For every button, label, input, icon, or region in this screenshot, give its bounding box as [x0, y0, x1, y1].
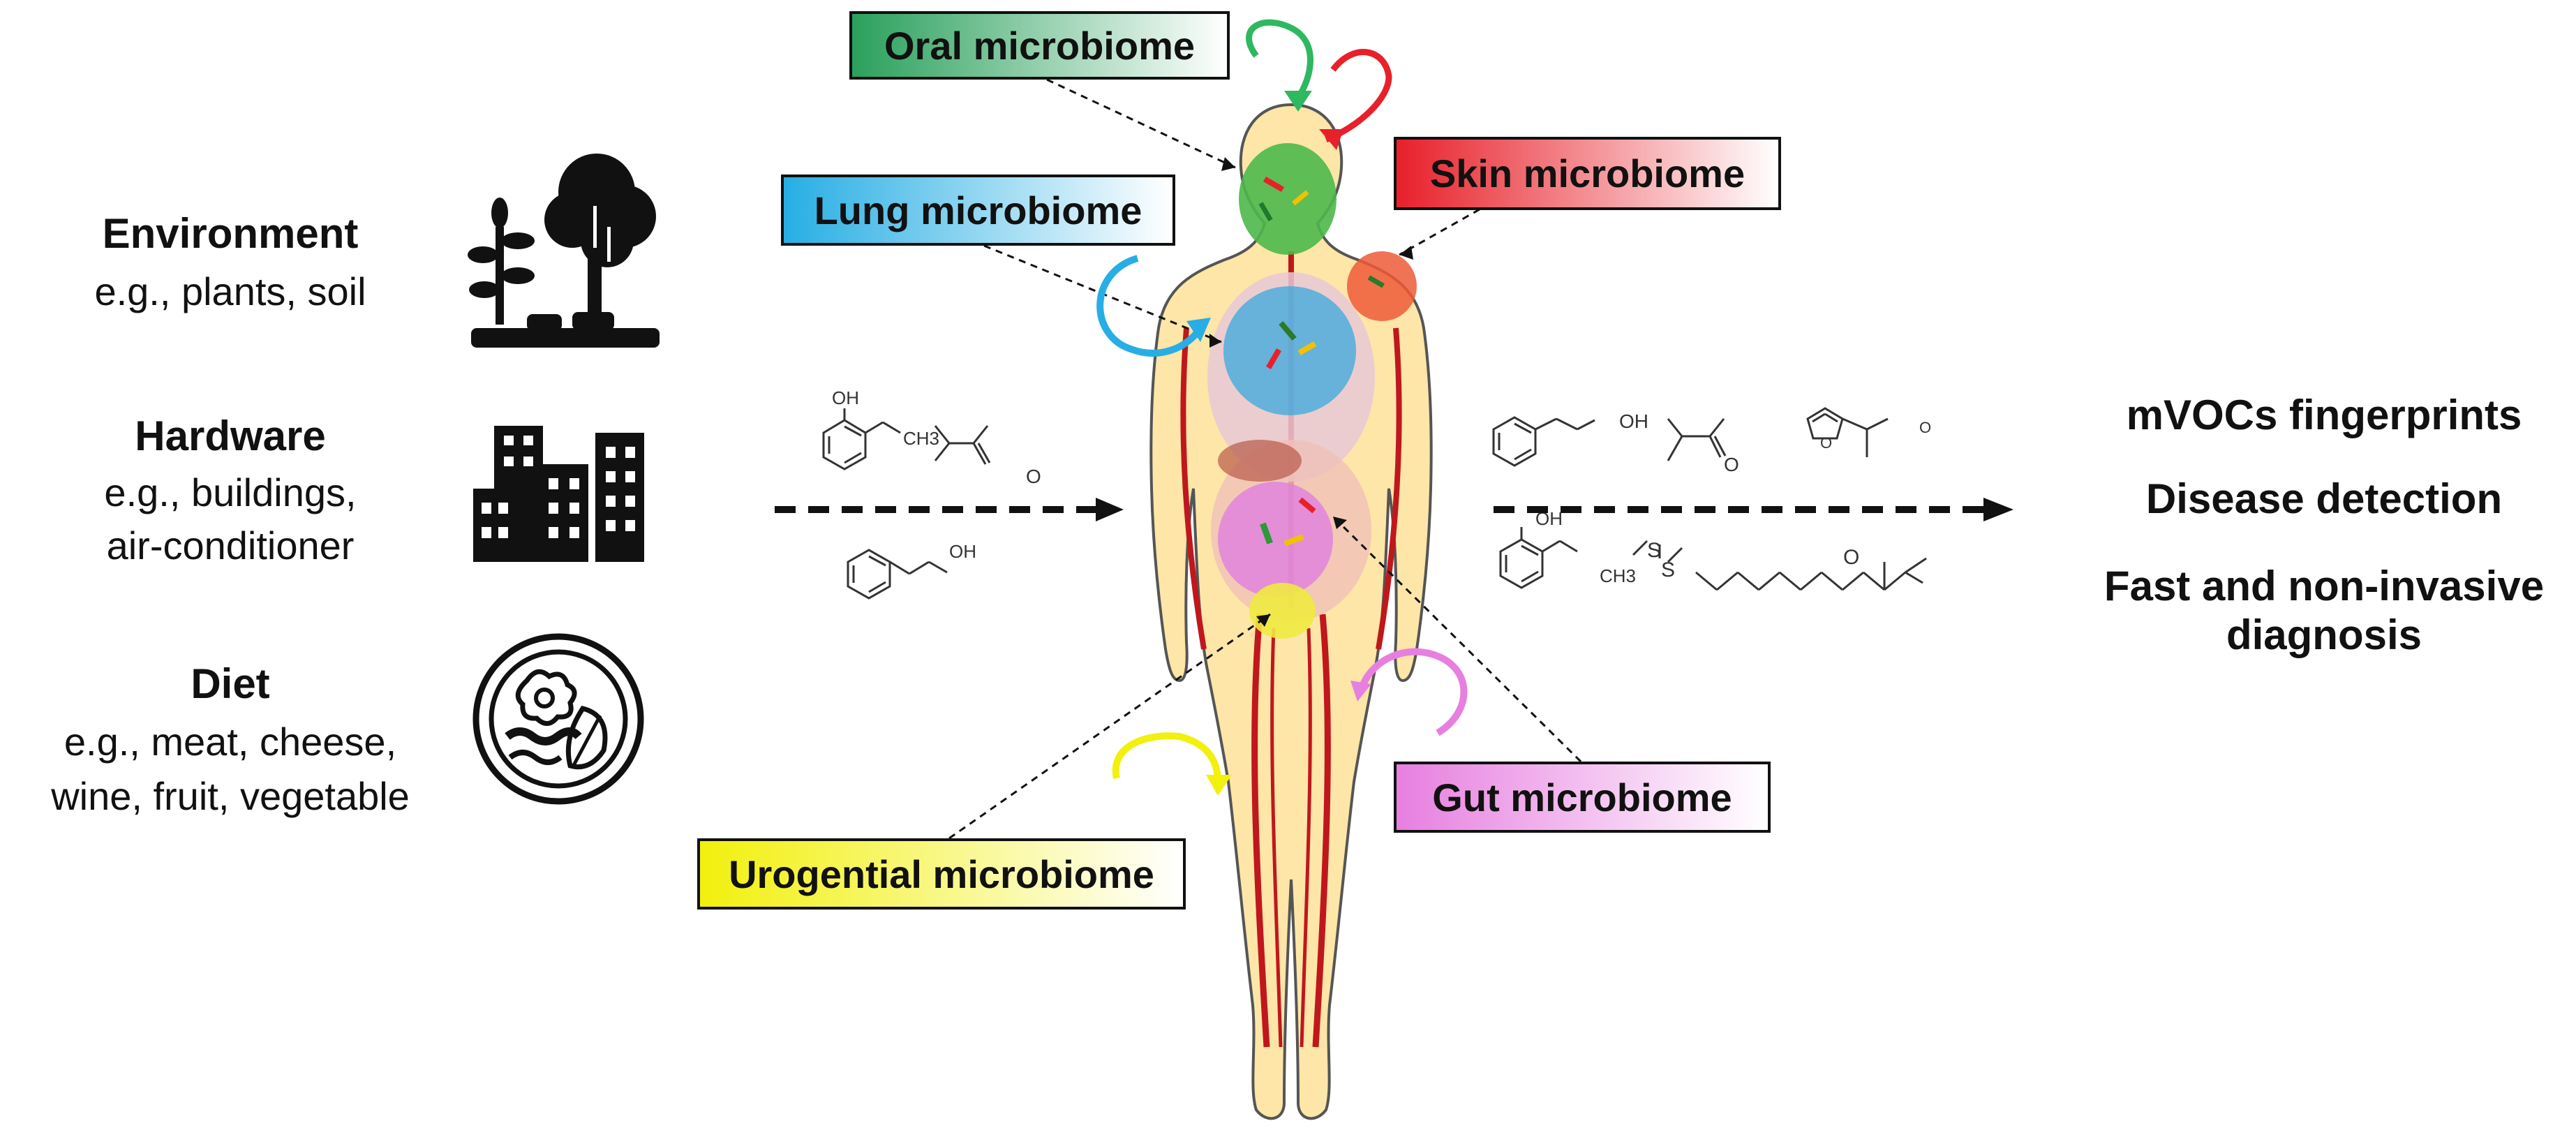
input-ch3-label: CH3 — [903, 428, 940, 449]
output-fast-diagnosis: Fast and non-invasive diagnosis — [2104, 563, 2545, 658]
output-o-label-2: O — [1820, 434, 1833, 452]
output-o-label-1: O — [1724, 454, 1739, 475]
source-subtitle-environment: e.g., plants, soil — [94, 269, 366, 313]
input-molecule-phenylethanol — [847, 549, 948, 600]
output-disease-detection: Disease detection — [2145, 475, 2503, 522]
buildings-icon — [473, 426, 644, 562]
oral-microbiome-label: Oral microbiome — [849, 11, 1230, 80]
skin-microbiome-label: Skin microbiome — [1394, 137, 1781, 210]
lung-microbiome-label: Lung microbiome — [781, 175, 1175, 246]
lung-microbiome-region — [1223, 286, 1356, 415]
output-ch3-label: CH3 — [1600, 565, 1637, 586]
tree-plant-icon — [468, 154, 660, 348]
source-subtitle-diet-line1: e.g., meat, cheese, — [64, 720, 397, 764]
input-oh-label-1: OH — [832, 387, 859, 408]
source-subtitle-diet-line2: wine, fruit, vegetable — [51, 774, 410, 818]
urogenital-microbiome-label: Urogential microbiome — [697, 838, 1186, 910]
output-s-label-1: S — [1647, 539, 1662, 562]
gut-microbiome-label: Gut microbiome — [1394, 762, 1771, 833]
output-o-label-3: O — [1919, 419, 1932, 436]
gut-microbiome-region — [1218, 482, 1333, 597]
source-subtitle-hardware-line1: e.g., buildings, — [104, 470, 357, 514]
urogenital-microbiome-region — [1249, 583, 1316, 639]
input-o-label: O — [1026, 466, 1041, 487]
food-plate-icon — [472, 633, 644, 805]
source-title-diet: Diet — [191, 660, 270, 707]
input-molecules-top — [822, 408, 991, 470]
output-oh-label-1: OH — [1619, 410, 1648, 432]
input-arrow — [775, 498, 1124, 521]
source-title-environment: Environment — [102, 210, 359, 257]
source-title-hardware: Hardware — [135, 413, 326, 459]
output-molecules — [1492, 407, 1927, 591]
output-mvocs-fingerprints: mVOCs fingerprints — [2126, 392, 2522, 438]
output-o-label-4: O — [1843, 546, 1860, 569]
input-oh-label-2: OH — [949, 541, 976, 562]
source-subtitle-hardware-line2: air-conditioner — [106, 524, 355, 567]
oral-microbiome-region — [1239, 143, 1337, 255]
output-s-label-2: S — [1661, 558, 1676, 581]
output-arrow — [1494, 498, 2013, 521]
